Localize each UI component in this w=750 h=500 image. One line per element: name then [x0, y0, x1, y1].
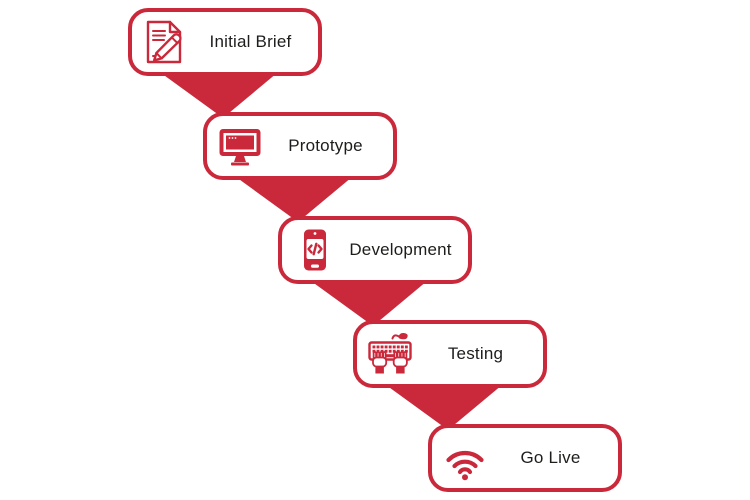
wifi-signal-icon: [441, 434, 489, 482]
step-label: Development: [349, 240, 452, 259]
connector-arrow: [161, 73, 277, 118]
step-label: Go Live: [520, 448, 581, 467]
keyboard-hands-icon: [366, 330, 414, 378]
step-label: Prototype: [288, 136, 363, 155]
step-box-prototype: Prototype: [203, 112, 397, 180]
step-label: Initial Brief: [209, 32, 292, 51]
connector-arrow: [386, 385, 502, 430]
connector-arrow: [311, 281, 427, 326]
step-box-development: Development: [278, 216, 472, 284]
step-box-testing: Testing: [353, 320, 547, 388]
step-box-go-live: Go Live: [428, 424, 622, 492]
step-box-initial-brief: Initial Brief: [128, 8, 322, 76]
mobile-code-icon: [291, 226, 339, 274]
connector-arrow: [236, 177, 352, 222]
desktop-monitor-icon: [216, 122, 264, 170]
step-label: Testing: [447, 344, 504, 363]
document-pencil-icon: [141, 18, 189, 66]
